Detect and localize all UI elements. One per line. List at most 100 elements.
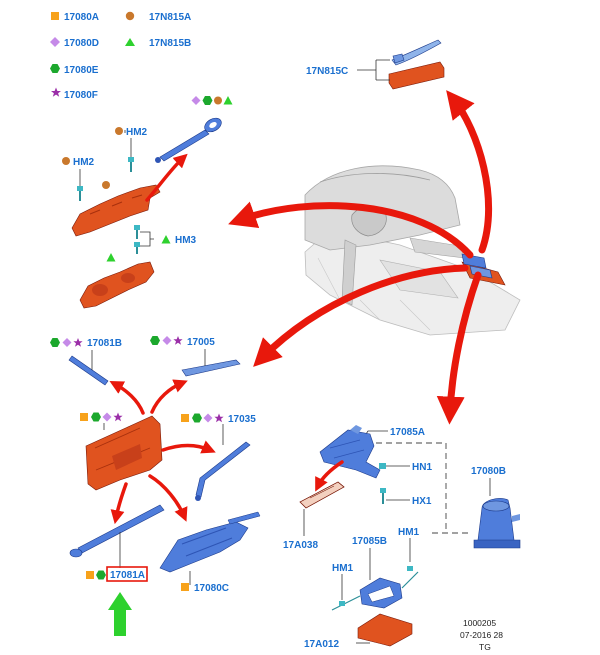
part-17N815C-group: 17N815C [306,39,445,90]
circle-symbol-icon [102,181,110,189]
arrow-wrench-to-bracket [145,153,188,202]
legend-item-17080A: 17080A [51,12,99,23]
label-17085B: 17085B [352,536,387,547]
legend-item-17080D: 17080D [50,37,99,49]
triangle-symbol-icon [223,96,233,105]
bolt-part-icon [407,566,413,571]
square-symbol-icon [80,413,88,421]
circle-symbol-icon [62,157,70,165]
hexagon-symbol-icon [50,338,60,347]
label-17081A: 17081A [110,570,145,581]
hexagon-symbol-icon [96,570,106,580]
label-hx1: HX1 [412,496,432,507]
strap-part-icon [391,39,442,66]
legend: 17080A 17N815A 17080D 17N815B 17080E 170… [50,11,191,101]
label-17080C: 17080C [194,583,229,594]
label-17A038: 17A038 [283,540,318,551]
label-hn1: HN1 [412,462,432,473]
legend-label-17N815A: 17N815A [149,12,191,23]
dashed-connector-upper [376,442,447,533]
square-symbol-icon [86,571,94,579]
location-arrows [228,90,493,425]
circle-symbol-icon [125,11,135,21]
tool-kit-group: 17081B 17005 17035 [50,336,261,636]
screw-part-icon [134,225,140,230]
legend-label-17080E: 17080E [64,65,99,76]
arrow-tray-to-17081A [110,482,128,525]
diamond-symbol-icon [162,336,172,345]
star-symbol-icon [214,413,224,423]
arrow-to-17N815C [446,90,493,254]
label-hm3: HM3 [175,235,197,246]
leader-17N815C [357,59,390,81]
arrow-tray-to-17005 [150,379,188,414]
legend-label-17080D: 17080D [64,38,99,49]
star-symbol-icon [73,338,83,347]
reference-date: 07-2016 28 [460,630,503,640]
green-arrow-icon [108,592,132,636]
label-17081B: 17081B [87,338,122,349]
star-symbol-icon [51,87,61,97]
hexagon-symbol-icon [192,413,202,423]
square-symbol-icon [51,12,59,20]
legend-label-17080A: 17080A [64,12,99,23]
screw-part-icon [134,242,140,247]
nut-part-icon [379,463,386,469]
extension-bar-part-icon [68,355,109,386]
wheel-brace-part-icon [195,441,251,498]
legend-item-17080E: 17080E [50,64,99,76]
foam-pad-part-icon [357,613,413,647]
star-symbol-icon [173,336,183,345]
retaining-strap-part-icon [299,481,345,509]
square-symbol-icon [181,583,189,591]
arrow-bracket-to-17A038 [315,460,344,492]
hm-bracket-group: HM2 HM2 HM3 [62,96,233,309]
screw-part-icon [77,186,83,191]
lower-foam-bracket-part-icon [79,261,155,309]
diamond-symbol-icon [102,412,112,422]
legend-item-17080F: 17080F [51,87,98,101]
label-17005: 17005 [187,337,215,348]
highlight-box-17081A [106,566,148,582]
hexagon-symbol-icon [91,412,101,422]
square-symbol-icon [181,414,189,422]
wheel-wrench-part-icon [159,129,210,162]
legend-label-17N815B: 17N815B [149,38,191,49]
arrow-tray-to-17080C [148,474,188,522]
label-hm2-upper: HM2 [126,127,148,138]
legend-label-17080F: 17080F [64,90,98,101]
triangle-symbol-icon [161,235,171,244]
arrow-to-tools-group [253,264,469,367]
label-hm2-left: HM2 [73,157,95,168]
foam-tray-part-icon [388,61,445,90]
diamond-symbol-icon [62,338,72,347]
scissor-jack-part-icon [159,521,249,573]
arrow-to-hm-group [228,201,474,259]
label-17A012: 17A012 [304,639,339,650]
diamond-symbol-icon [50,37,60,47]
legend-item-17N815B: 17N815B [125,38,191,49]
reference-number: 1000205 [463,618,496,628]
jack-mount-group: 17085A HN1 HX1 17A038 17080B [283,425,521,652]
diamond-symbol-icon [191,96,201,105]
screw-part-icon [128,157,134,162]
reference-initials: TG [479,642,491,652]
label-hm1-left: HM1 [332,563,354,574]
circle-symbol-icon [214,96,222,105]
jack-handle-part-icon [77,504,165,554]
arrow-tray-to-17035 [161,440,216,454]
label-hm1-right: HM1 [398,527,420,538]
label-17085A: 17085A [390,427,425,438]
upper-foam-bracket-part-icon [71,184,161,237]
circle-symbol-icon [115,127,123,135]
legend-item-17N815A: 17N815A [125,11,191,23]
arrow-to-jack-group [436,271,482,425]
hexagon-symbol-icon [50,64,60,73]
bolt-part-icon [380,488,386,493]
star-symbol-icon [113,412,123,422]
triangle-symbol-icon [106,253,116,262]
diamond-symbol-icon [203,413,213,423]
hexagon-symbol-icon [150,336,160,345]
triangle-symbol-icon [125,38,135,46]
